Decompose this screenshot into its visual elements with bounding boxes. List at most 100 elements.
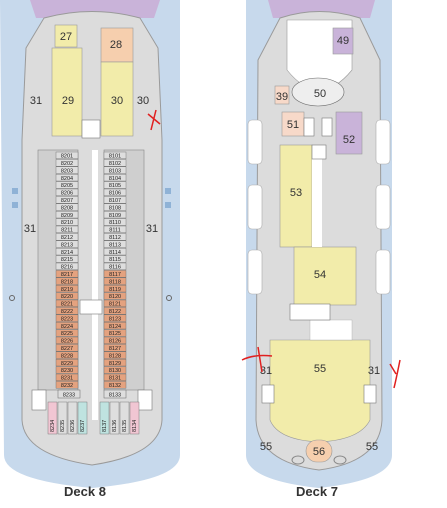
- cabin-number: 8221: [61, 302, 73, 308]
- deck-7-title: Deck 7: [296, 484, 338, 499]
- cabin-number: 8204: [61, 176, 73, 182]
- cabin-number: 8122: [109, 309, 121, 315]
- cabin-number: 8124: [109, 324, 121, 330]
- deck-8-cabin-8133-box: [103, 389, 127, 399]
- cabin-box: [55, 188, 79, 197]
- deck-8-label-31-fwd: 31: [30, 95, 42, 107]
- cabin-number: 8201: [61, 154, 73, 160]
- deck-8-marker-left: [9, 295, 15, 301]
- deck-7-label-52: 52: [343, 134, 355, 146]
- cabin-box: [55, 336, 79, 345]
- deck-7-red-mark-left: [241, 346, 273, 373]
- aft-cabin-box: [77, 401, 88, 435]
- deck-7-plan: 49 50 39 51 52 53 54 55 55 55 56 31 31: [241, 0, 401, 488]
- cabin-number: 8127: [109, 346, 121, 352]
- cabin-box: [55, 255, 79, 263]
- cabin-number: 8216: [61, 265, 73, 271]
- deck-7-room-49: [332, 27, 354, 55]
- cabin-number: 8126: [109, 339, 121, 345]
- cabin-box: [103, 166, 127, 174]
- cabin-box: [103, 351, 127, 359]
- deck-7-room-56: [305, 439, 333, 463]
- deck-8-label-31-right: 31: [146, 223, 158, 235]
- cabin-box: [103, 188, 127, 197]
- aft-cabin-box: [109, 401, 120, 435]
- cabin-box: [103, 159, 127, 167]
- cabin-number: 8109: [109, 213, 121, 219]
- cabin-box: [55, 196, 79, 204]
- cabin-box: [55, 314, 79, 322]
- cabin-box: [55, 233, 79, 241]
- aft-cabin-box: [129, 401, 140, 435]
- cabin-box: [103, 359, 127, 367]
- cabin-number: 8223: [61, 316, 73, 322]
- cabin-number: 8128: [109, 353, 121, 359]
- cabin-box: [103, 225, 127, 234]
- cabin-box: [103, 173, 127, 182]
- cabin-number: 8132: [109, 383, 121, 389]
- cabin-box: [55, 203, 79, 211]
- deck-7-label-49: 49: [337, 35, 349, 47]
- cabin-box: [55, 285, 79, 293]
- aft-cabin-box: [99, 401, 110, 435]
- cabin-number: 8226: [61, 339, 73, 345]
- cabin-box: [55, 225, 79, 234]
- deck-7-label-56: 56: [313, 446, 325, 458]
- aft-cabin-number: 8237: [80, 420, 86, 432]
- cabin-number: 8129: [109, 361, 121, 367]
- deck-8-stairs-aft-left: [31, 389, 47, 411]
- deck-8-room-28: [100, 27, 134, 63]
- cabin-box: [55, 292, 79, 300]
- deck-8-window-l2: [12, 202, 18, 208]
- deck-8-label-30: 30: [111, 95, 123, 107]
- deck-7-lifeboat-l2: [247, 184, 263, 230]
- deck-7-room-55: [269, 339, 371, 443]
- deck-7-room-39: [274, 85, 290, 105]
- deck-7-label-39: 39: [276, 91, 288, 103]
- cabin-number: 8107: [109, 198, 121, 204]
- deck-7-room-52: [335, 111, 363, 155]
- cabin-number: 8209: [61, 213, 73, 219]
- cabin-number: 8206: [61, 191, 73, 197]
- cabin-number: 8101: [109, 154, 121, 160]
- deck-7-stairs-mid: [311, 144, 327, 160]
- deck-7-room-53: [279, 144, 313, 248]
- cabin-box: [103, 181, 127, 189]
- aft-cabin-box: [47, 401, 58, 435]
- cabin-box: [103, 262, 127, 271]
- aft-cabin-box: [57, 401, 68, 435]
- cabin-number: 8211: [61, 228, 73, 234]
- cabin-box: [55, 151, 79, 160]
- cabin-box: [103, 151, 127, 160]
- cabin-box: [55, 366, 79, 374]
- cabin-number: 8220: [61, 294, 73, 300]
- cabin-number: 8121: [109, 302, 121, 308]
- deck-7-label-55-left: 55: [260, 441, 272, 453]
- cabin-box: [103, 314, 127, 322]
- cabin-number: 8207: [61, 198, 73, 204]
- deck-8-label-27: 27: [60, 31, 72, 43]
- deck-8-cabin-8233: 8233: [63, 393, 75, 399]
- cabin-number: 8231: [61, 376, 73, 382]
- cabin-box: [55, 277, 79, 285]
- deck-8-left-cabins: 8201820282038204820582068207820882098210…: [55, 151, 79, 389]
- cabin-box: [55, 351, 79, 359]
- cabin-box: [55, 166, 79, 174]
- cabin-number: 8225: [61, 331, 73, 337]
- deck-8-window-l1: [12, 188, 18, 194]
- cabin-number: 8208: [61, 205, 73, 211]
- cabin-box: [103, 307, 127, 315]
- aft-cabin-box: [67, 401, 78, 435]
- cabin-number: 8120: [109, 294, 121, 300]
- cabin-box: [103, 247, 127, 256]
- deck-7-stairs-aft: [289, 303, 331, 321]
- cabin-number: 8104: [109, 176, 121, 182]
- cabin-number: 8203: [61, 168, 73, 174]
- deck-7-label-54: 54: [314, 269, 326, 281]
- aft-cabin-number: 8235: [60, 420, 66, 432]
- cabin-box: [55, 307, 79, 315]
- cabin-number: 8116: [109, 265, 121, 271]
- deck-7-aft-oval-right: [333, 455, 347, 465]
- cabin-number: 8215: [61, 257, 73, 263]
- deck-8-cabin-8133: 8133: [109, 393, 121, 399]
